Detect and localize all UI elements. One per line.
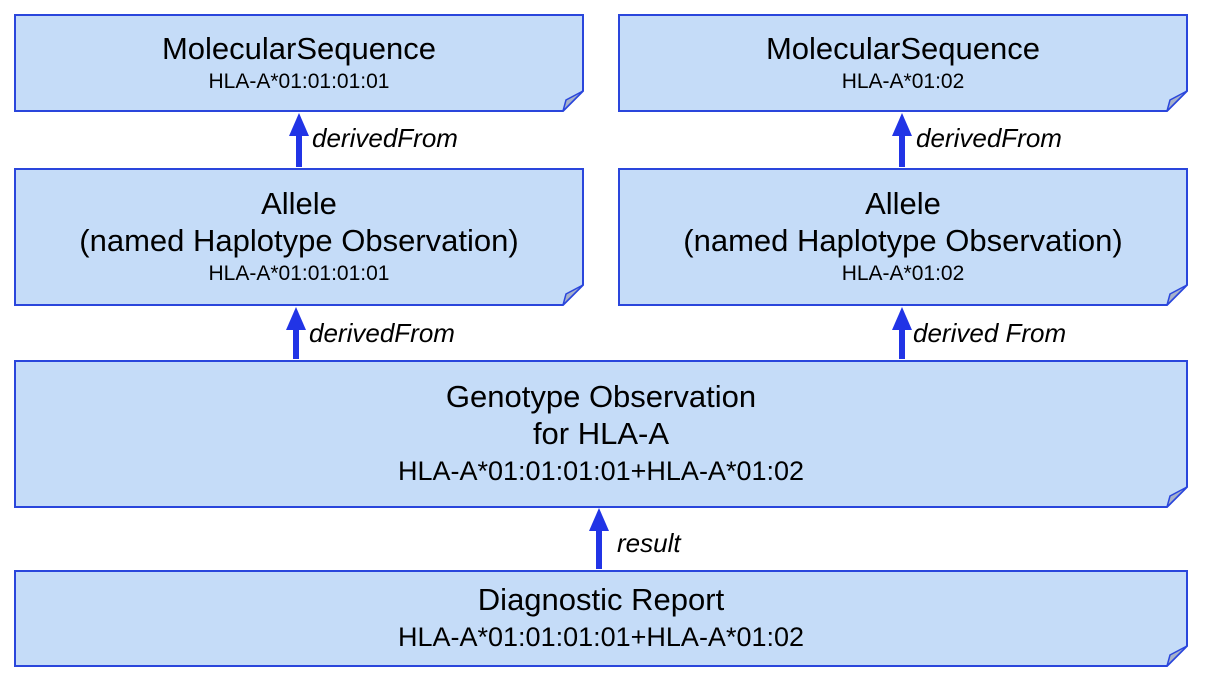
node-genotype-observation: Genotype Observation for HLA-A HLA-A*01:… bbox=[14, 360, 1188, 508]
edge-label-derivedfrom: derivedFrom bbox=[916, 123, 1062, 153]
folded-corner-icon bbox=[1165, 284, 1188, 306]
note-shape bbox=[14, 360, 1188, 508]
node-subtitle: HLA-A*01:01:01:01+HLA-A*01:02 bbox=[397, 456, 805, 487]
node-molecular-sequence-right: MolecularSequence HLA-A*01:02 bbox=[618, 14, 1188, 112]
arrow-up-icon bbox=[589, 508, 609, 569]
folded-corner-icon bbox=[561, 284, 584, 306]
note-shape bbox=[14, 570, 1188, 667]
node-line2: for HLA-A bbox=[532, 415, 670, 451]
note-shape bbox=[618, 14, 1188, 112]
folded-corner-icon bbox=[1165, 486, 1188, 508]
node-title: Diagnostic Report bbox=[477, 581, 725, 617]
node-title: MolecularSequence bbox=[161, 30, 436, 66]
arrow-up-icon bbox=[286, 307, 306, 359]
edge-label-derivedfrom: derivedFrom bbox=[312, 123, 458, 153]
node-subtitle: HLA-A*01:02 bbox=[841, 262, 965, 286]
node-molecular-sequence-left: MolecularSequence HLA-A*01:01:01:01 bbox=[14, 14, 584, 112]
edge-label-result: result bbox=[617, 528, 681, 558]
node-subtitle: HLA-A*01:01:01:01 bbox=[208, 70, 390, 94]
note-shape bbox=[14, 168, 584, 306]
node-subtitle: HLA-A*01:02 bbox=[841, 70, 965, 94]
arrow-up-icon bbox=[892, 307, 912, 359]
arrow-up-icon bbox=[892, 113, 912, 167]
node-subtitle: HLA-A*01:01:01:01 bbox=[208, 262, 390, 286]
node-diagnostic-report: Diagnostic Report HLA-A*01:01:01:01+HLA-… bbox=[14, 570, 1188, 667]
note-shape bbox=[618, 168, 1188, 306]
arrow-up-icon bbox=[289, 113, 309, 167]
node-allele-left: Allele (named Haplotype Observation) HLA… bbox=[14, 168, 584, 306]
edge-label-derivedfrom: derivedFrom bbox=[309, 318, 455, 348]
folded-corner-icon bbox=[561, 90, 584, 112]
node-title: Genotype Observation bbox=[445, 379, 757, 415]
folded-corner-icon bbox=[1165, 90, 1188, 112]
node-line2: (named Haplotype Observation) bbox=[79, 222, 519, 258]
node-title: Allele bbox=[865, 186, 941, 222]
node-title: Allele bbox=[261, 186, 337, 222]
node-subtitle: HLA-A*01:01:01:01+HLA-A*01:02 bbox=[397, 622, 805, 653]
node-title: MolecularSequence bbox=[765, 30, 1040, 66]
node-line2: (named Haplotype Observation) bbox=[683, 222, 1123, 258]
node-allele-right: Allele (named Haplotype Observation) HLA… bbox=[618, 168, 1188, 306]
folded-corner-icon bbox=[1165, 645, 1188, 667]
edge-label-derived-from: derived From bbox=[913, 318, 1067, 348]
note-shape bbox=[14, 14, 584, 112]
